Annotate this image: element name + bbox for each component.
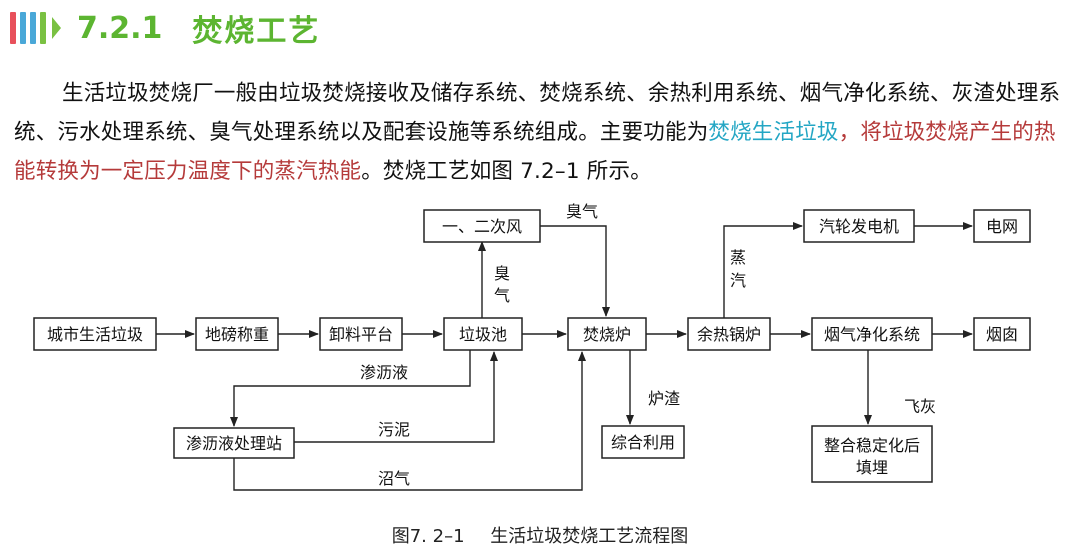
- svg-text:城市生活垃圾: 城市生活垃圾: [47, 325, 143, 344]
- connectors: [156, 222, 973, 491]
- label-steam-vertical-2: 汽: [730, 271, 746, 290]
- svg-text:一、二次风: 一、二次风: [442, 217, 522, 236]
- node-incinerator: 焚烧炉: [567, 317, 647, 351]
- arrow-odor-to-furnace: [540, 225, 610, 317]
- svg-text:余热锅炉: 余热锅炉: [697, 325, 761, 344]
- svg-text:焚烧炉: 焚烧炉: [583, 325, 631, 344]
- label-odor: 臭气: [566, 202, 598, 221]
- marker-bar: [10, 12, 16, 44]
- node-unloading-platform: 卸料平台: [319, 317, 403, 351]
- svg-text:渗沥液处理站: 渗沥液处理站: [186, 434, 282, 453]
- node-stabilized-landfill: 整合稳定化后 填埋: [811, 425, 933, 483]
- label-odor-vertical-1: 臭: [494, 264, 510, 283]
- label-sludge: 污泥: [378, 420, 410, 439]
- node-city-waste: 城市生活垃圾: [33, 317, 157, 351]
- node-flue-gas-system: 烟气净化系统: [811, 317, 933, 351]
- process-flow-diagram: 城市生活垃圾 地磅称重 卸料平台 垃圾池 焚烧炉 余热锅炉 烟气净化系统 烟囱 …: [33, 202, 1031, 491]
- figure-title: 生活垃圾焚烧工艺流程图: [490, 526, 689, 547]
- svg-text:汽轮发电机: 汽轮发电机: [819, 217, 899, 236]
- svg-text:垃圾池: 垃圾池: [459, 325, 507, 344]
- body-paragraph: 生活垃圾焚烧厂一般由垃圾焚烧接收及储存系统、焚烧系统、余热利用系统、烟气净化系统…: [14, 74, 1070, 191]
- section-number: 7.2.1: [77, 10, 163, 46]
- node-comprehensive-utilization: 综合利用: [601, 425, 685, 459]
- arrow-biogas: [233, 351, 586, 491]
- node-leachate-station: 渗沥液处理站: [173, 427, 295, 459]
- section-header: 7.2.1 焚烧工艺: [10, 8, 321, 49]
- marker-bar: [20, 12, 26, 44]
- svg-text:电网: 电网: [986, 217, 1018, 236]
- node-waste-heat-boiler: 余热锅炉: [687, 317, 771, 351]
- svg-text:综合利用: 综合利用: [611, 433, 675, 452]
- label-odor-vertical-2: 气: [494, 286, 510, 305]
- paragraph-text: 生活垃圾焚烧厂一般由垃圾焚烧接收及储存系统、焚烧系统、余热利用系统、烟气净化系统…: [14, 81, 1061, 145]
- label-leachate: 渗沥液: [360, 363, 408, 382]
- label-biogas: 沼气: [378, 469, 410, 488]
- node-primary-secondary-air: 一、二次风: [423, 209, 541, 243]
- marker-bar: [30, 12, 36, 44]
- svg-text:烟囱: 烟囱: [986, 325, 1018, 344]
- svg-text:烟气净化系统: 烟气净化系统: [824, 325, 920, 344]
- figure-number: 图7. 2–1: [391, 526, 465, 547]
- node-waste-pit: 垃圾池: [443, 317, 523, 351]
- svg-text:卸料平台: 卸料平台: [329, 325, 393, 344]
- highlight-function: 焚烧生活垃圾: [708, 120, 839, 145]
- arrow-leachate: [230, 350, 471, 427]
- node-chimney: 烟囱: [973, 317, 1031, 351]
- marker-bar: [40, 12, 46, 44]
- node-weighbridge: 地磅称重: [195, 317, 279, 351]
- arrow-sludge: [294, 351, 498, 443]
- label-fly-ash: 飞灰: [904, 397, 936, 416]
- section-title: 焚烧工艺: [192, 14, 321, 49]
- label-slag: 炉渣: [648, 389, 680, 408]
- label-steam-vertical-1: 蒸: [730, 248, 746, 267]
- svg-text:地磅称重: 地磅称重: [205, 325, 269, 344]
- highlight-energy: 将垃圾焚烧产生的热能转换为一定压力温度下的蒸汽热能: [14, 120, 1056, 184]
- marker-arrow: [52, 17, 61, 39]
- paragraph-separator: ，: [838, 120, 861, 145]
- paragraph-text-end: 。焚烧工艺如图 7.2–1 所示。: [361, 159, 652, 184]
- svg-text:整合稳定化后: 整合稳定化后: [824, 436, 920, 455]
- node-power-grid: 电网: [973, 209, 1031, 243]
- figure-caption: 图7. 2–1 生活垃圾焚烧工艺流程图: [0, 522, 1080, 548]
- arrow-steam-to-turbine: [723, 222, 803, 318]
- svg-text:填埋: 填埋: [856, 458, 888, 477]
- node-turbine-generator: 汽轮发电机: [803, 209, 915, 243]
- section-marker-icon: [10, 11, 61, 45]
